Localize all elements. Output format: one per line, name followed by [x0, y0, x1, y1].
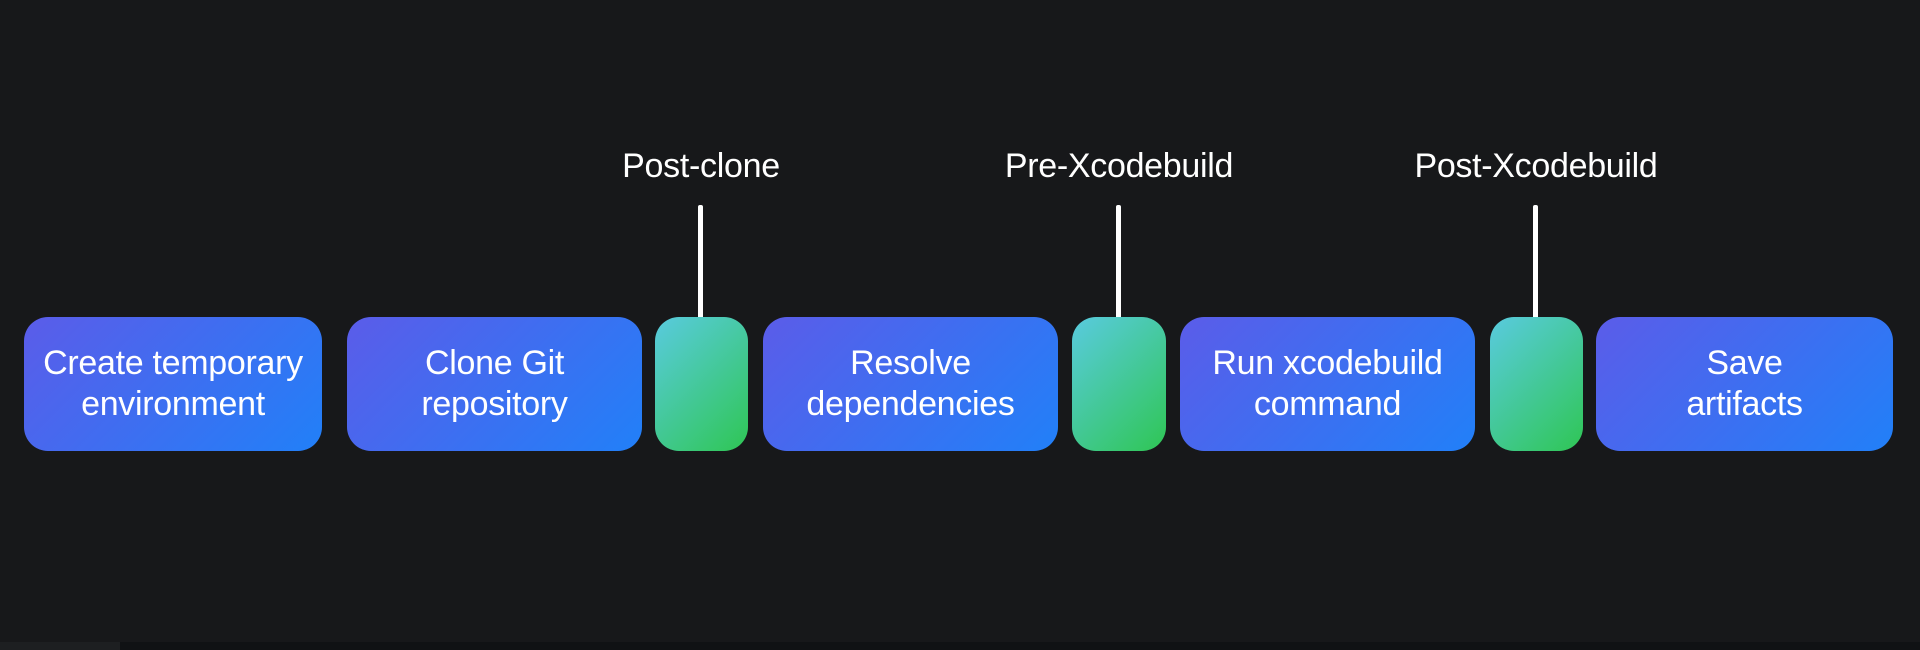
hook-connector-line — [1116, 205, 1121, 332]
bottom-bar — [0, 642, 1920, 650]
hook-label-pre-xcodebuild: Pre-Xcodebuild — [1004, 147, 1234, 185]
step-clone-git-repository: Clone Git repository — [347, 317, 642, 451]
hook-label-post-clone: Post-clone — [622, 147, 780, 185]
step-create-temporary-environment: Create temporary environment — [24, 317, 322, 451]
hook-slot-pre-xcodebuild — [1072, 317, 1166, 451]
hook-annotation-post-clone: Post-clone — [551, 146, 851, 356]
hook-annotation-pre-xcodebuild: Pre-Xcodebuild — [969, 146, 1269, 356]
step-label: Create temporary environment — [43, 344, 303, 423]
step-run-xcodebuild-command: Run xcodebuild command — [1180, 317, 1475, 451]
hook-annotation-post-xcodebuild: Post-Xcodebuild — [1386, 146, 1686, 356]
hook-slot-post-clone — [655, 317, 748, 451]
step-save-artifacts: Save artifacts — [1596, 317, 1893, 451]
bottom-bar-progress — [0, 642, 120, 650]
step-label: Save artifacts — [1686, 344, 1803, 423]
hook-connector-line — [698, 205, 703, 332]
step-label: Resolve dependencies — [806, 344, 1015, 423]
step-label: Run xcodebuild command — [1212, 344, 1443, 423]
hook-slot-post-xcodebuild — [1490, 317, 1583, 451]
hook-label-post-xcodebuild: Post-Xcodebuild — [1414, 147, 1658, 185]
step-resolve-dependencies: Resolve dependencies — [763, 317, 1058, 451]
step-label: Clone Git repository — [421, 344, 568, 423]
hook-connector-line — [1533, 205, 1538, 332]
